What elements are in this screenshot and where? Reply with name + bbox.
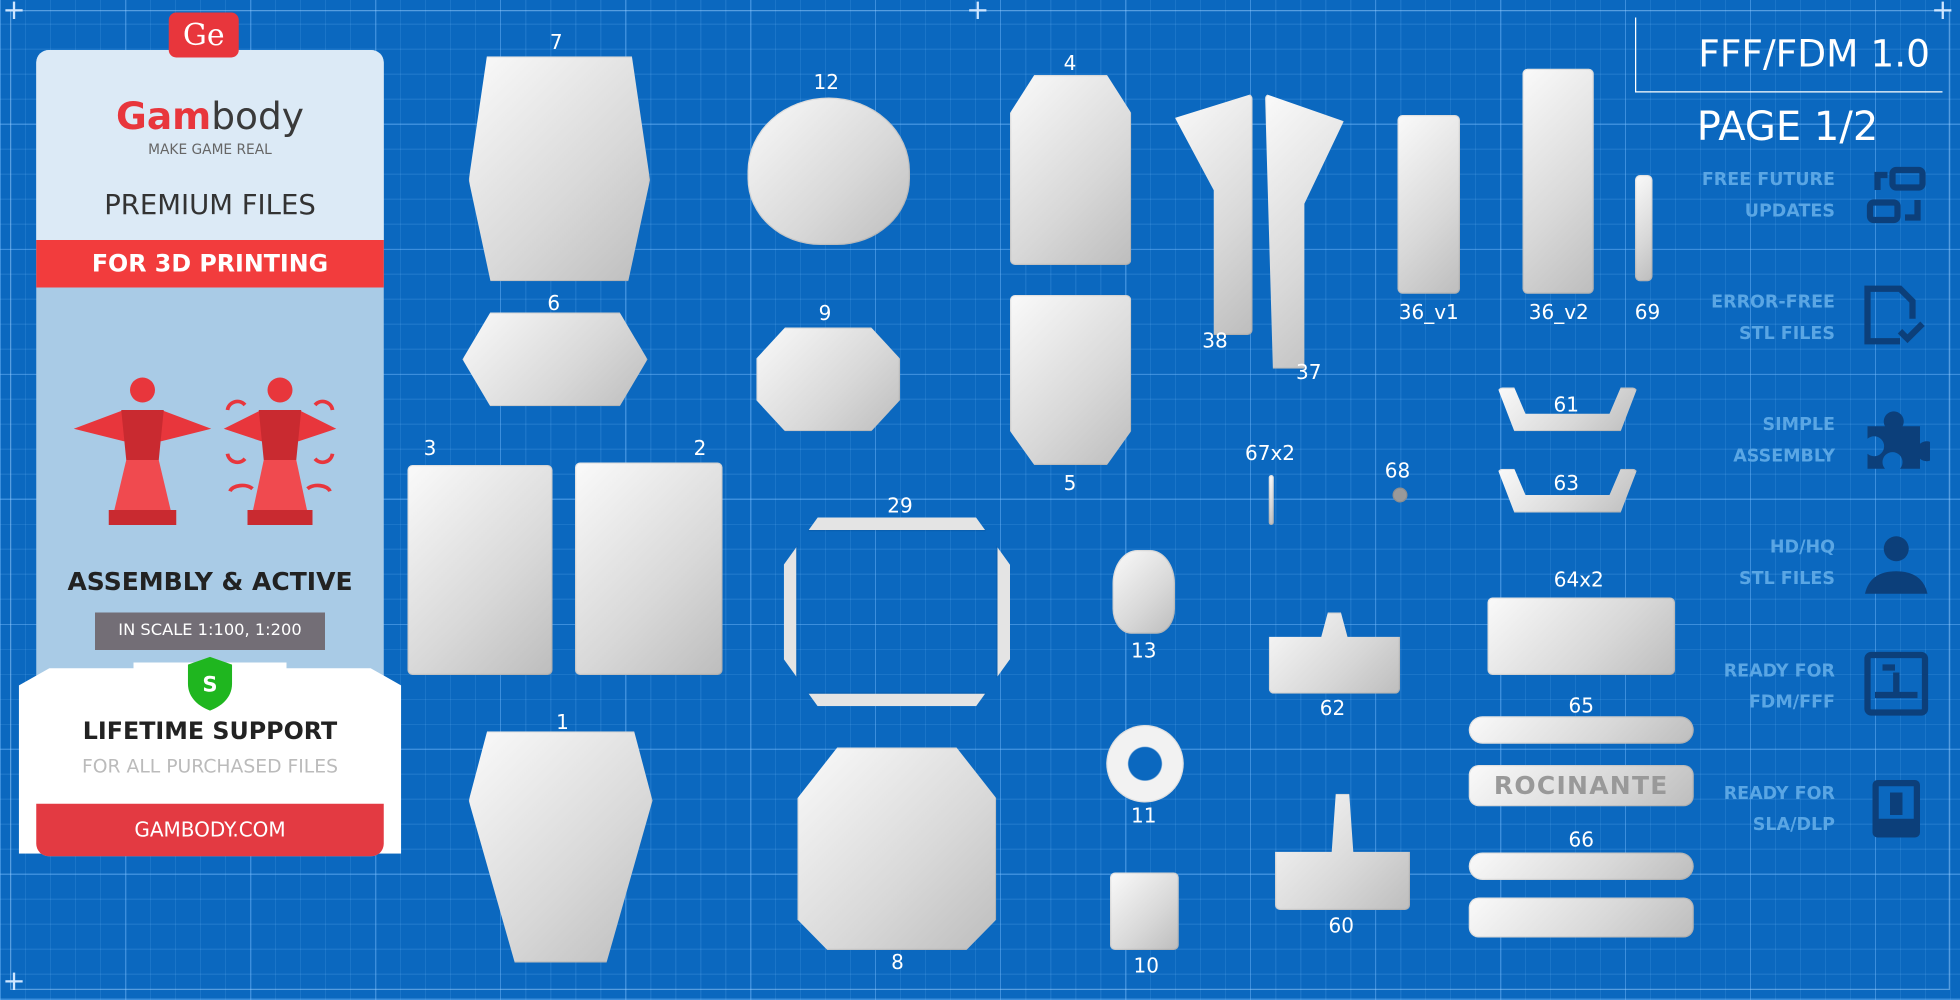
part-7[interactable] bbox=[468, 56, 650, 282]
part-69[interactable] bbox=[1635, 175, 1653, 282]
part-label: 3 bbox=[423, 436, 437, 460]
part-label: 37 bbox=[1296, 360, 1322, 384]
scale-badge: IN SCALE 1:100, 1:200 bbox=[95, 612, 325, 650]
promo-card: Ge Gambody MAKE GAME REAL PREMIUM FILES … bbox=[18, 12, 402, 857]
part-10[interactable] bbox=[1110, 872, 1179, 950]
sla-printer-icon bbox=[1872, 780, 1920, 838]
part-36-v2[interactable] bbox=[1522, 68, 1594, 294]
part-label: 68 bbox=[1384, 458, 1411, 483]
site-link[interactable]: GAMBODY.COM bbox=[36, 803, 384, 857]
part-label: 12 bbox=[813, 70, 839, 94]
part-65-top[interactable] bbox=[1468, 716, 1694, 744]
for-3d-printing: FOR 3D PRINTING bbox=[36, 240, 384, 288]
part-2[interactable] bbox=[575, 462, 723, 675]
assembly-active: ASSEMBLY & ACTIVE bbox=[67, 566, 353, 597]
part-label: 38 bbox=[1202, 328, 1228, 353]
part-label: 5 bbox=[1063, 471, 1077, 495]
part-36-v1[interactable] bbox=[1397, 115, 1460, 294]
part-label: 2 bbox=[693, 436, 707, 460]
part-label: 60 bbox=[1328, 913, 1354, 938]
corner-cross: + bbox=[1931, 0, 1955, 27]
part-68[interactable] bbox=[1392, 487, 1408, 503]
part-label: 1 bbox=[556, 710, 569, 734]
part-label: 62 bbox=[1319, 696, 1346, 720]
part-66-top[interactable] bbox=[1468, 852, 1694, 880]
part-label: 4 bbox=[1063, 51, 1077, 75]
page-indicator: PAGE 1/2 bbox=[1696, 102, 1879, 151]
part-label: 66 bbox=[1568, 827, 1594, 852]
part-label: 61 bbox=[1553, 392, 1579, 417]
part-label: 8 bbox=[891, 950, 904, 974]
card-header bbox=[36, 50, 384, 240]
fdm-printer-icon bbox=[1864, 651, 1929, 716]
part-66-plate[interactable] bbox=[1468, 897, 1694, 938]
logo-badge: Ge bbox=[168, 12, 239, 58]
part-label: 36_v2 bbox=[1528, 300, 1589, 324]
brand-logo: Gambody bbox=[36, 95, 384, 139]
corner-cross: + bbox=[2, 966, 26, 998]
part-64x2[interactable] bbox=[1487, 597, 1675, 675]
shield-icon: S bbox=[187, 656, 233, 711]
active-figure-icon bbox=[223, 377, 337, 525]
part-label: 65 bbox=[1568, 693, 1594, 718]
version-label: FFF/FDM 1.0 bbox=[1635, 17, 1943, 93]
part-67x2[interactable] bbox=[1268, 475, 1274, 525]
part-4[interactable] bbox=[1010, 75, 1132, 265]
part-label: 63 bbox=[1553, 471, 1579, 495]
part-label: 29 bbox=[887, 493, 913, 518]
premium-files: PREMIUM FILES bbox=[104, 190, 316, 222]
purchased-files: FOR ALL PURCHASED FILES bbox=[81, 755, 339, 778]
part-label: 69 bbox=[1634, 300, 1661, 324]
part-29[interactable] bbox=[783, 517, 1010, 707]
part-label: 36_v1 bbox=[1398, 300, 1459, 324]
file-check-icon bbox=[1864, 285, 1925, 345]
part-8[interactable] bbox=[797, 747, 997, 950]
bust-icon bbox=[1865, 536, 1928, 594]
part-label: 6 bbox=[547, 291, 561, 315]
part-5[interactable] bbox=[1010, 295, 1132, 465]
logo-grey: body bbox=[211, 95, 304, 139]
part-label: 10 bbox=[1133, 953, 1159, 978]
frame-border bbox=[10, 10, 1950, 990]
part-label: 64x2 bbox=[1553, 567, 1604, 592]
part-9[interactable] bbox=[756, 327, 900, 432]
corner-cross: + bbox=[966, 0, 990, 27]
part-label: 7 bbox=[549, 30, 563, 54]
lifetime-support: LIFETIME SUPPORT bbox=[82, 717, 338, 746]
assembled-figure-icon bbox=[73, 377, 212, 525]
corner-cross: + bbox=[2, 0, 26, 27]
puzzle-icon bbox=[1867, 411, 1930, 469]
nameplate[interactable]: ROCINANTE bbox=[1468, 765, 1694, 807]
part-3[interactable] bbox=[407, 465, 553, 675]
logo-red: Gam bbox=[116, 95, 212, 139]
part-12[interactable] bbox=[747, 97, 910, 245]
part-13[interactable] bbox=[1112, 550, 1175, 634]
tagline: MAKE GAME REAL bbox=[148, 141, 272, 158]
part-label: 67x2 bbox=[1244, 441, 1296, 465]
part-label: 13 bbox=[1131, 638, 1157, 663]
part-6[interactable] bbox=[462, 312, 648, 407]
part-11[interactable] bbox=[1106, 725, 1184, 803]
update-cycle-icon bbox=[1866, 166, 1926, 224]
part-label: 11 bbox=[1131, 803, 1157, 828]
part-label: 9 bbox=[818, 301, 832, 325]
svg-text:S: S bbox=[202, 671, 217, 696]
